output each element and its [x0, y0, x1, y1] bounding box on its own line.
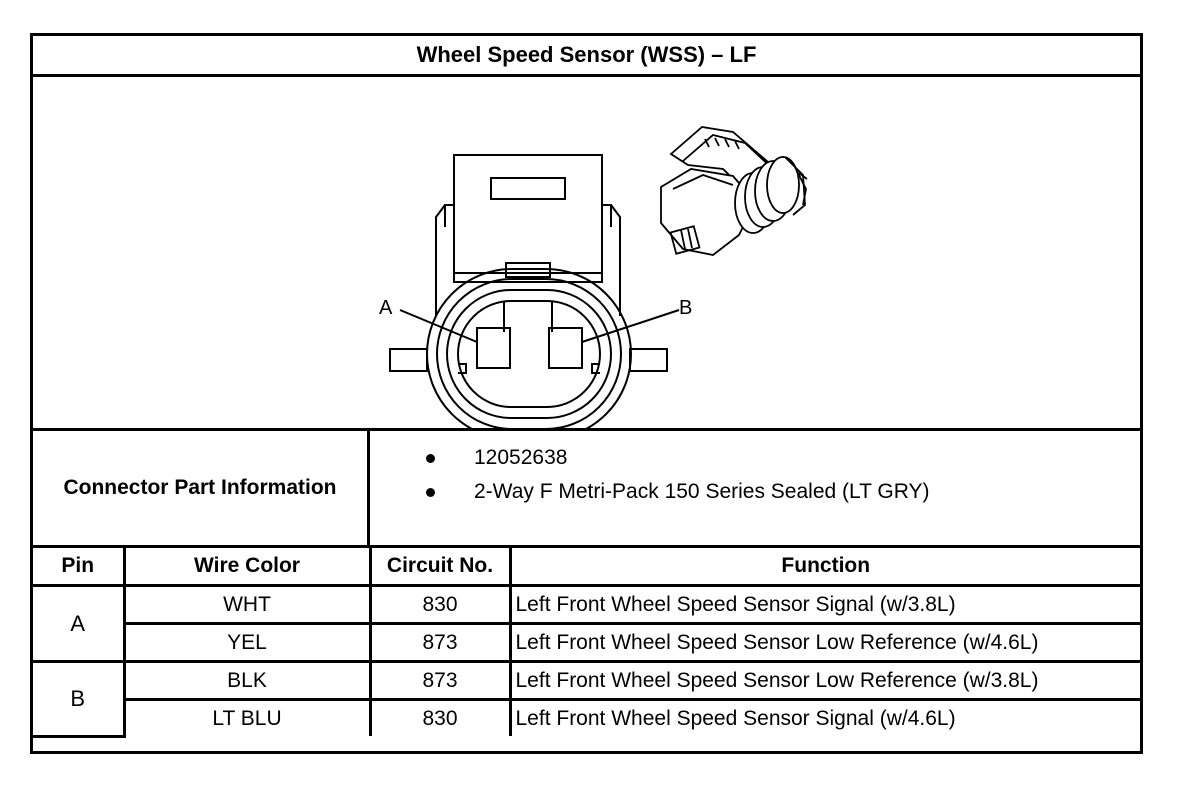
- connector-description: 2-Way F Metri-Pack 150 Series Sealed (LT…: [474, 480, 930, 503]
- circuit-cell: 873: [368, 622, 512, 663]
- leader-a: [399, 309, 478, 343]
- function-cell: Left Front Wheel Speed Sensor Low Refere…: [508, 660, 1140, 701]
- housing-shoulders: [435, 204, 621, 316]
- connector-sheet: Wheel Speed Sensor (WSS) – LF: [30, 33, 1143, 754]
- circuit-cell: 873: [368, 660, 512, 701]
- header-wire-color: Wire Color: [122, 548, 372, 587]
- pin-label-a: A: [379, 297, 393, 319]
- list-item: 12052638: [370, 441, 930, 475]
- function-cell: Left Front Wheel Speed Sensor Signal (w/…: [508, 584, 1140, 625]
- terminal-a: [476, 327, 511, 369]
- wire-color-cell: LT BLU: [124, 698, 372, 736]
- connector-info-list: 12052638 2-Way F Metri-Pack 150 Series S…: [370, 441, 930, 509]
- table-row: B BLK 873 Left Front Wheel Speed Sensor …: [33, 660, 1140, 738]
- function-cell: Left Front Wheel Speed Sensor Low Refere…: [508, 622, 1140, 663]
- page-title: Wheel Speed Sensor (WSS) – LF: [33, 36, 1140, 77]
- header-circuit-no: Circuit No.: [368, 548, 512, 587]
- connector-face-drawing: A B: [379, 126, 808, 428]
- terminal-b: [548, 327, 583, 369]
- connector-3d-illustration: [660, 126, 808, 256]
- leader-b: [581, 309, 680, 343]
- header-function: Function: [508, 548, 1140, 587]
- table-row: YEL 873 Left Front Wheel Speed Sensor Lo…: [33, 622, 1140, 663]
- wire-color-cell: WHT: [122, 584, 372, 625]
- outer-oval: [426, 268, 632, 428]
- inner-oval: [446, 289, 612, 419]
- list-item: 2-Way F Metri-Pack 150 Series Sealed (LT…: [370, 475, 930, 509]
- table-row: A WHT 830 Left Front Wheel Speed Sensor …: [33, 584, 1140, 663]
- header-pin: Pin: [33, 548, 126, 587]
- table-header-row: Pin Wire Color Circuit No. Function: [33, 548, 1140, 587]
- cavity-oval: [457, 300, 601, 408]
- connector-info-label: Connector Part Information: [33, 431, 370, 545]
- function-cell: Left Front Wheel Speed Sensor Signal (w/…: [508, 698, 1140, 736]
- circuit-cell: 830: [368, 698, 512, 736]
- wire-color-cell: YEL: [124, 622, 372, 663]
- part-number: 12052638: [474, 446, 568, 469]
- pin-label-b: B: [679, 297, 692, 319]
- pin-cell: B: [33, 660, 126, 738]
- table-row: LT BLU 830 Left Front Wheel Speed Sensor…: [33, 698, 1140, 736]
- bullet-icon: [426, 454, 435, 463]
- bullet-icon: [426, 488, 435, 497]
- middle-oval: [436, 278, 622, 428]
- side-tab-left: [389, 348, 428, 372]
- pin-cell: A: [33, 584, 126, 663]
- wire-color-cell: BLK: [122, 660, 372, 701]
- circuit-cell: 830: [368, 584, 512, 625]
- housing-top: [453, 154, 603, 274]
- pinout-table: Pin Wire Color Circuit No. Function A WH…: [33, 548, 1140, 738]
- connector-part-info: Connector Part Information 12052638 2-Wa…: [33, 431, 1140, 548]
- connector-diagram: A B: [33, 77, 1140, 431]
- side-tab-right: [629, 348, 668, 372]
- cavity-divider: [503, 301, 553, 332]
- latch-window: [490, 177, 566, 200]
